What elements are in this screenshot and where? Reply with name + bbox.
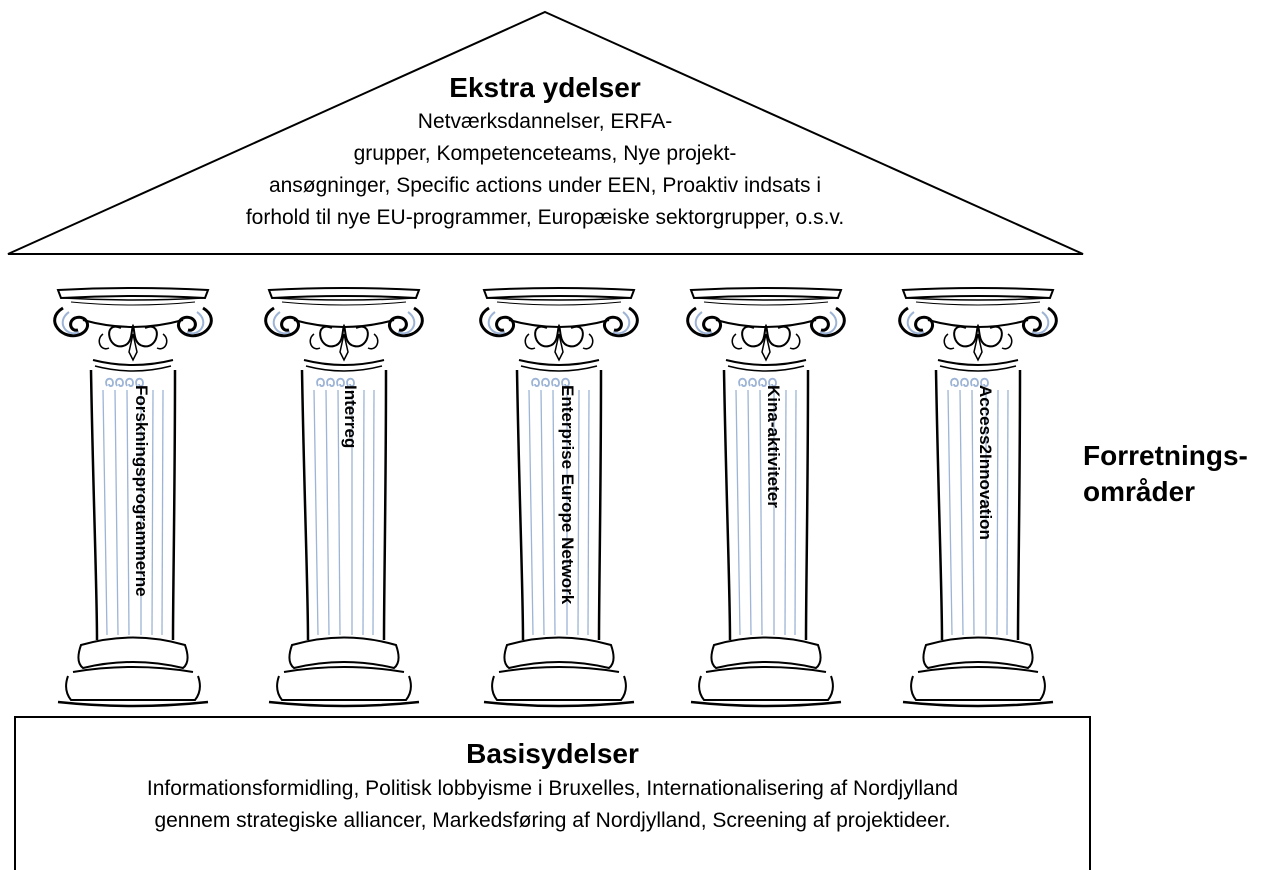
- roof-text-line-2: grupper, Kompetenceteams, Nye projekt-: [353, 142, 737, 165]
- base-text-line-1: Informationsformidling, Politisk lobbyis…: [146, 777, 959, 800]
- roof-text-line-4: forhold til nye EU-programmer, Europæisk…: [245, 206, 845, 229]
- pillar-2: [264, 286, 424, 708]
- base-text-line-2: gennem strategiske alliancer, Markedsfør…: [154, 809, 951, 832]
- base-title: Basisydelser: [466, 738, 639, 769]
- business-areas-label-line-2: områder: [1083, 476, 1196, 507]
- pillar-label-interreg: Interreg: [341, 385, 360, 449]
- base-box: [14, 716, 1091, 870]
- roof-title: Ekstra ydelser: [449, 72, 641, 103]
- pillar-label-forskningsprogrammerne: Forskningsprogrammerne: [132, 385, 151, 597]
- roof-text-line-1: Netværksdannelser, ERFA-: [417, 110, 673, 133]
- pillar-label-access2innovation: Access2Innovation: [976, 385, 995, 540]
- roof-text-line-3: ansøgninger, Specific actions under EEN,…: [268, 174, 822, 197]
- pillar-label-kina-aktiviteter: Kina-aktiviteter: [764, 385, 783, 508]
- business-areas-label-line-1: Forretnings-: [1083, 440, 1248, 471]
- business-areas-label: Forretnings- områder: [1083, 438, 1248, 510]
- roof-triangle: [7, 10, 1084, 255]
- pillar-label-enterprise-europe-network: Enterprise Europe Network: [558, 385, 577, 605]
